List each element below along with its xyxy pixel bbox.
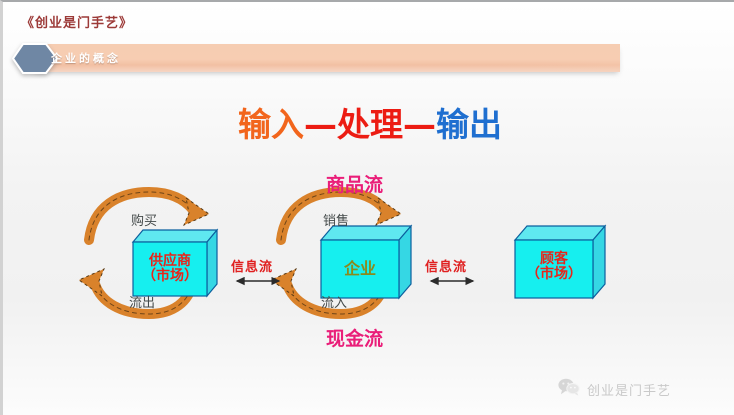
arrow-label-sell: 销售 <box>323 214 350 229</box>
box-enterprise <box>319 224 413 300</box>
arrow-label-inflow: 流入 <box>321 296 348 311</box>
process-diagram: 供应商 （市场） 企业 顾客 （市场） 商品流 现金流 信息流 信息流 购买 销… <box>3 162 734 377</box>
title-part-input: 输入 <box>238 105 304 144</box>
title-dash-2: — <box>403 105 436 144</box>
book-title: 《创业是门手艺》 <box>21 16 134 31</box>
arrow-outflow <box>77 268 198 320</box>
flow-label-cash: 现金流 <box>326 328 384 350</box>
box-customer <box>513 224 607 300</box>
title-part-output: 输出 <box>436 105 502 144</box>
info-label-left: 信息流 <box>231 260 274 275</box>
wechat-logo-icon <box>558 378 580 400</box>
arrow-buy <box>84 186 211 245</box>
page-title: 输入—处理—输出 <box>3 98 734 146</box>
diagram-svg <box>77 186 607 320</box>
title-part-process: 处理 <box>337 105 403 144</box>
box-supplier <box>131 228 219 298</box>
title-dash-1: — <box>304 105 337 144</box>
flow-label-goods: 商品流 <box>326 174 384 196</box>
footer-watermark: 创业是门手艺 <box>558 378 671 400</box>
band-gradient-overlay <box>500 44 620 72</box>
arrow-sell <box>276 186 403 245</box>
section-band <box>33 44 620 72</box>
arrow-label-buy: 购买 <box>131 214 158 229</box>
hexagon-icon <box>11 43 59 74</box>
section-label: 企业的概念 <box>51 52 121 65</box>
arrow-label-outflow: 流出 <box>129 296 156 311</box>
info-label-right: 信息流 <box>425 260 468 275</box>
footer-account-name: 创业是门手艺 <box>587 383 672 399</box>
